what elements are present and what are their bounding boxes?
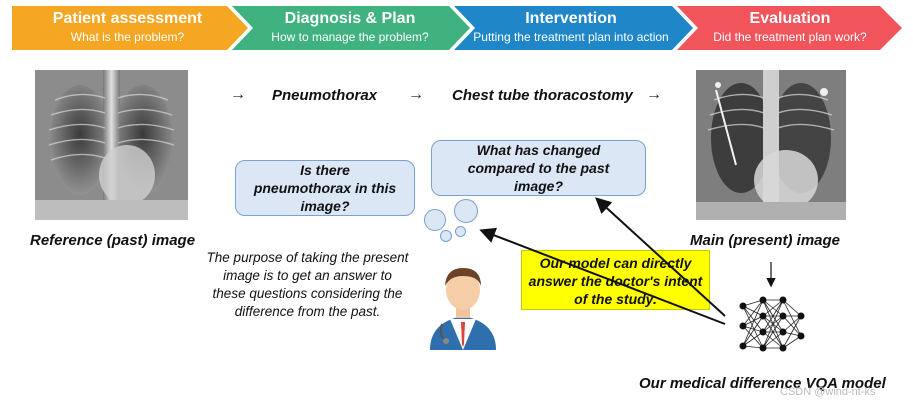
model-highlight-box: Our model can directly answer the doctor… — [521, 250, 710, 310]
thought-circle — [455, 226, 466, 237]
step-title: Diagnosis & Plan — [284, 10, 416, 27]
reference-xray-image — [35, 70, 188, 220]
step-title: Evaluation — [749, 10, 831, 27]
step-4-chevron — [677, 6, 902, 50]
thought-circle — [440, 230, 452, 242]
neural-network-icon — [739, 296, 805, 352]
arrow-to-question-bubble — [595, 197, 726, 317]
question-text: What has changed compared to the past im… — [467, 142, 610, 194]
step-intervention: Intervention Putting the treatment plan … — [455, 6, 687, 50]
watermark: CSDN @wind-nt-ks — [780, 386, 876, 398]
step-evaluation: Evaluation Did the treatment plan work? — [690, 6, 890, 50]
arrow-to-thought — [479, 227, 726, 325]
main-xray-image — [696, 70, 846, 220]
main-image-caption: Main (present) image — [690, 232, 841, 249]
process-banner — [12, 6, 902, 50]
step-diagnosis-plan: Diagnosis & Plan How to manage the probl… — [245, 6, 455, 50]
step-2-chevron — [232, 6, 470, 50]
question-bubble-change: What has changed compared to the past im… — [431, 140, 646, 196]
purpose-text: The purpose of taking the present image … — [206, 250, 409, 319]
question-text: Is there pneumothorax in this image? — [253, 162, 397, 214]
flow-arrow-icon: → — [646, 86, 662, 103]
flow-arrow-icon: → — [408, 86, 424, 103]
reference-image-caption: Reference (past) image — [30, 232, 196, 249]
step-patient-assessment: Patient assessment What is the problem? — [20, 6, 235, 50]
step-subtitle: Did the treatment plan work? — [713, 30, 867, 44]
treatment-label: Chest tube thoracostomy — [452, 87, 633, 104]
thought-circle — [454, 199, 478, 223]
step-subtitle: How to manage the problem? — [271, 30, 429, 44]
thought-circle — [424, 209, 446, 231]
model-caption: Our medical difference VQA model — [639, 375, 886, 392]
step-title: Intervention — [525, 10, 617, 27]
step-title: Patient assessment — [52, 10, 203, 27]
step-1-chevron — [12, 6, 248, 50]
doctor-avatar-icon — [430, 268, 496, 350]
step-3-chevron — [454, 6, 693, 50]
step-subtitle: What is the problem? — [70, 30, 185, 44]
diagnosis-label: Pneumothorax — [272, 87, 378, 104]
question-bubble-pneumothorax: Is there pneumothorax in this image? — [235, 160, 415, 216]
step-subtitle: Putting the treatment plan into action — [473, 30, 669, 44]
flow-arrow-icon: → — [230, 86, 246, 103]
